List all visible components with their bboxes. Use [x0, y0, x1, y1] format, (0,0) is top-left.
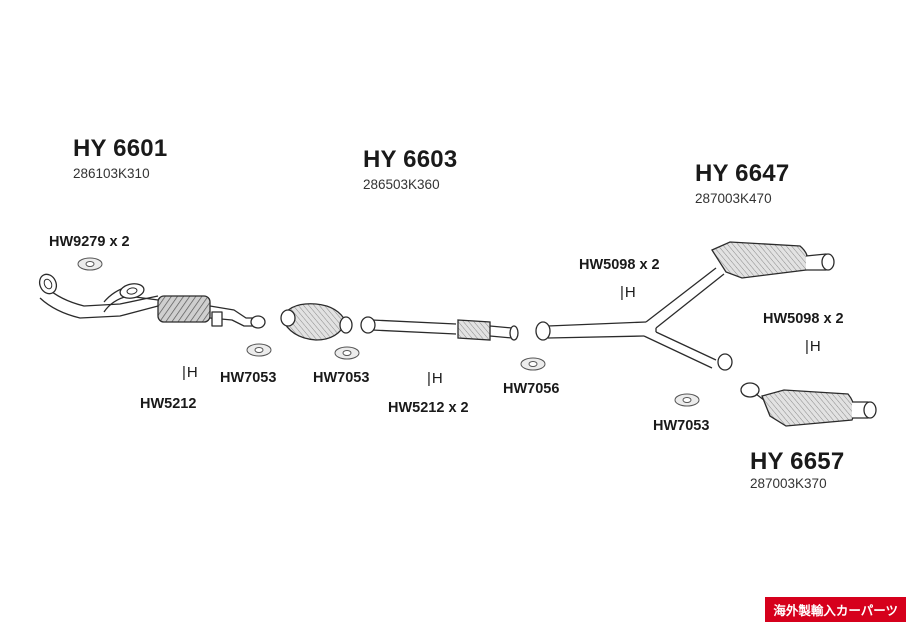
part-number-hy6603: HY 6603	[363, 146, 458, 173]
shop-badge: 海外製輸入カーパーツ	[765, 597, 906, 622]
front-flange-right-hole	[127, 287, 138, 295]
hardware-label-hw7056: HW7056	[503, 381, 560, 397]
catalytic-converter	[281, 304, 352, 340]
clamp-symbol-hw5098-a: |H	[620, 284, 637, 301]
gasket-hw7053-b	[335, 347, 359, 359]
y-pipe-outlet-flange	[718, 354, 732, 370]
part-number-hy6601: HY 6601	[73, 135, 168, 162]
hardware-label-hw5098-a: HW5098 x 2	[579, 257, 660, 273]
oem-number-hy6603: 286503K360	[363, 177, 440, 192]
oem-number-hy6647: 287003K470	[695, 191, 772, 206]
gasket-hw7053-a	[247, 344, 271, 356]
gasket-hw7053-c	[675, 394, 699, 406]
intermediate-outlet-flange	[510, 326, 518, 340]
hardware-label-hw5098-b: HW5098 x 2	[763, 311, 844, 327]
hardware-label-hw7053-c: HW7053	[653, 418, 710, 434]
hardware-label-hw9279: HW9279 x 2	[49, 234, 130, 250]
front-pipe	[40, 286, 256, 326]
hardware-label-hw7053-b: HW7053	[313, 370, 370, 386]
intermediate-pipe	[372, 320, 512, 340]
rear-silencer-upper	[712, 242, 834, 278]
hardware-label-hw5212-x2: HW5212 x 2	[388, 400, 469, 416]
part-number-hy6647: HY 6647	[695, 160, 790, 187]
clamp-symbol-hw5098-b: |H	[805, 338, 822, 355]
clamp-symbol-hw5212: |H	[182, 364, 199, 381]
gasket-hw7056	[521, 358, 545, 370]
hardware-label-hw7053-a: HW7053	[220, 370, 277, 386]
intermediate-inlet-flange	[361, 317, 375, 333]
oem-number-hy6601: 286103K310	[73, 166, 150, 181]
hardware-label-hw5212: HW5212	[140, 396, 197, 412]
oem-number-hy6657: 287003K370	[750, 476, 827, 491]
rear-y-pipe	[548, 268, 724, 368]
rear-silencer-lower	[741, 383, 876, 426]
gasket-hw9279	[78, 258, 102, 270]
clamp-symbol-hw5212-x2: |H	[427, 370, 444, 387]
y-pipe-inlet-flange	[536, 322, 550, 340]
front-pipe-outlet-flange	[251, 316, 265, 328]
part-number-hy6657: HY 6657	[750, 448, 845, 475]
front-flange-left-hole	[43, 278, 54, 290]
